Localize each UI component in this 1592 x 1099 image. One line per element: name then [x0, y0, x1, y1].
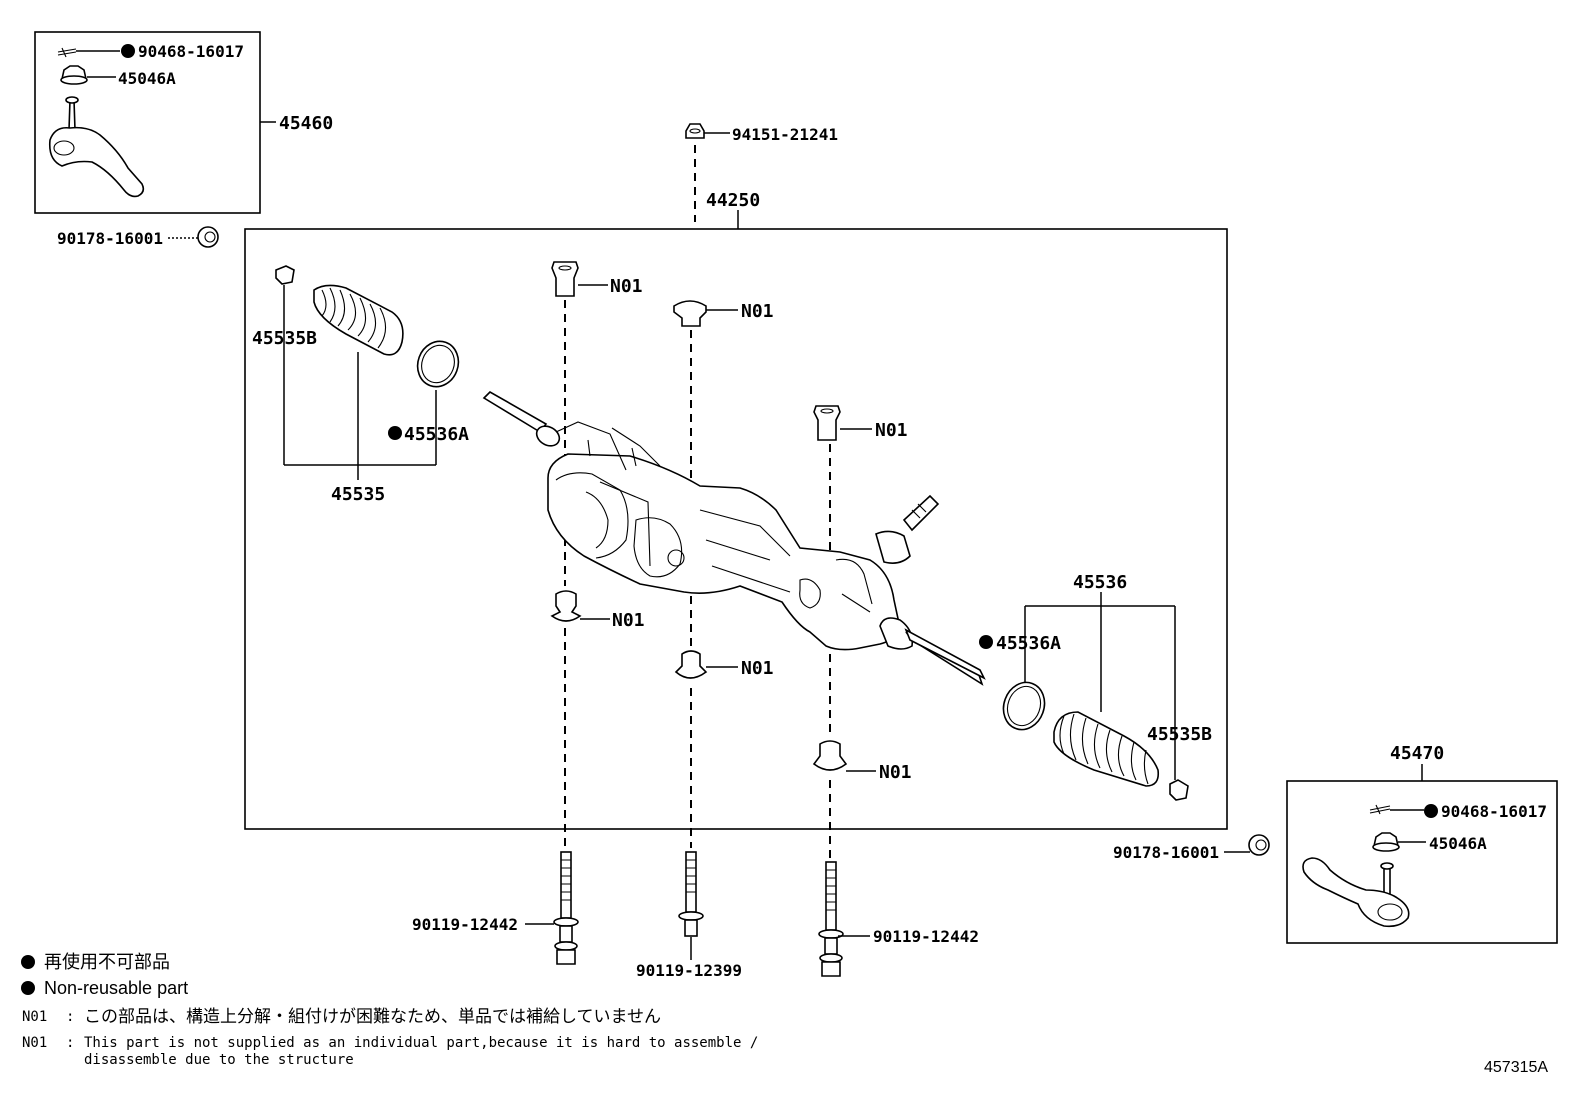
non-reusable-dot-icon	[388, 426, 402, 440]
bushing-n01-f-group: N01	[812, 740, 912, 783]
bellows-boot-right-icon	[1053, 711, 1160, 787]
figure-id: 457315A	[1484, 1059, 1548, 1076]
non-reusable-dot-icon	[21, 981, 35, 995]
part-number-45536A-right: 45536A	[996, 633, 1061, 654]
tie-rod-end-right-icon	[1302, 857, 1410, 928]
n01-label-f: N01	[879, 762, 912, 783]
flange-nut-icon	[685, 123, 705, 139]
part-number-90119-mid: 90119-12399	[636, 961, 742, 980]
part-number-45460: 45460	[279, 113, 333, 134]
note-en-sep: :	[66, 1035, 74, 1051]
bolt-icon	[818, 861, 844, 977]
hex-nut-icon	[1248, 834, 1270, 856]
part-number-90468-top: 90468-16017	[138, 42, 244, 61]
part-number-45046A-top: 45046A	[118, 69, 176, 88]
tie-rod-end-left-icon	[48, 96, 145, 198]
steering-rack-housing-icon	[482, 391, 986, 686]
bushing-icon	[550, 590, 582, 622]
castle-nut-icon	[1372, 832, 1400, 852]
steering-gear-assembly-box	[244, 228, 1228, 830]
bolt-94151-group: 94151-21241	[685, 123, 838, 222]
legend-en: Non-reusable part	[44, 978, 188, 998]
note-en-key: N01	[22, 1035, 47, 1051]
n01-label-d: N01	[612, 610, 645, 631]
bushing-icon	[813, 405, 841, 441]
bushing-icon	[812, 740, 848, 771]
bolt-icon	[553, 851, 579, 965]
tie-rod-end-left-group: 90468-16017 45046A 45460	[34, 31, 333, 214]
tie-rod-end-right-group: 45470 90468-16017 45046A	[1286, 743, 1558, 944]
part-number-45535B-right: 45535B	[1147, 724, 1212, 745]
bushing-n01-d-group: N01	[550, 590, 645, 631]
hex-nut-icon	[197, 226, 219, 248]
non-reusable-dot-icon	[21, 955, 35, 969]
note-jp-text: この部品は、構造上分解・組付けが困難なため、単品では補給していません	[84, 1007, 661, 1026]
boot-band-right-icon	[1002, 681, 1046, 731]
cotter-pin-icon	[1369, 804, 1391, 815]
non-reusable-dot-icon	[979, 635, 993, 649]
bushing-icon	[673, 300, 707, 327]
legend-jp: 再使用不可部品	[44, 952, 170, 972]
bellows-boot-left-icon	[313, 284, 404, 356]
right-boot-group: 45536 45536A 45535B	[979, 572, 1212, 801]
tie-rod-end-right-box	[1286, 780, 1558, 944]
part-number-90178-right: 90178-16001	[1113, 843, 1219, 862]
bolt-90119-right-group: 90119-12442	[818, 861, 979, 977]
boot-band-left-icon	[416, 340, 460, 388]
castle-nut-icon	[60, 65, 88, 85]
note-en-line1: This part is not supplied as an individu…	[84, 1035, 758, 1051]
bushing-n01-c-group: N01	[813, 405, 908, 441]
boot-clip-left-icon	[275, 265, 295, 285]
note-jp-sep: :	[66, 1009, 74, 1025]
part-number-45536A-left: 45536A	[404, 424, 469, 445]
part-number-90119-right: 90119-12442	[873, 927, 979, 946]
part-number-45470: 45470	[1390, 743, 1444, 764]
part-number-90178-left: 90178-16001	[57, 229, 163, 248]
part-number-90468-bottom: 90468-16017	[1441, 802, 1547, 821]
bolt-90119-left-group: 90119-12442	[412, 851, 579, 965]
left-boot-group: 45535B 45536A 45535	[252, 265, 469, 505]
nut-90178-right-group: 90178-16001	[1113, 834, 1270, 862]
part-number-90119-left: 90119-12442	[412, 915, 518, 934]
part-number-45536-right: 45536	[1073, 572, 1127, 593]
bolt-icon	[678, 851, 704, 937]
n01-label-c: N01	[875, 420, 908, 441]
n01-label-b: N01	[741, 301, 774, 322]
bushing-n01-a-group: N01	[551, 261, 643, 297]
n01-label-e: N01	[741, 658, 774, 679]
note-jp-key: N01	[22, 1009, 47, 1025]
part-number-94151: 94151-21241	[732, 125, 838, 144]
bushing-n01-e-group: N01	[674, 650, 774, 679]
bushing-icon	[551, 261, 579, 297]
non-reusable-dot-icon	[1424, 804, 1438, 818]
part-number-45535-left: 45535	[331, 484, 385, 505]
n01-label-a: N01	[610, 276, 643, 297]
non-reusable-dot-icon	[121, 44, 135, 58]
bolt-90119-mid-group: 90119-12399	[636, 851, 742, 980]
part-number-45046A-bottom: 45046A	[1429, 834, 1487, 853]
note-en-line2: disassemble due to the structure	[84, 1052, 354, 1068]
part-number-44250: 44250	[706, 190, 760, 211]
notes: N01 : この部品は、構造上分解・組付けが困難なため、単品では補給していません…	[22, 1007, 758, 1068]
bushing-n01-b-group: N01	[673, 300, 774, 327]
cotter-pin-icon	[57, 47, 77, 58]
legend: 再使用不可部品 Non-reusable part	[21, 952, 188, 998]
nut-90178-left-group: 90178-16001	[57, 226, 219, 248]
bushing-icon	[674, 650, 708, 679]
part-number-45535B-left: 45535B	[252, 328, 317, 349]
boot-clip-right-icon	[1169, 779, 1189, 801]
